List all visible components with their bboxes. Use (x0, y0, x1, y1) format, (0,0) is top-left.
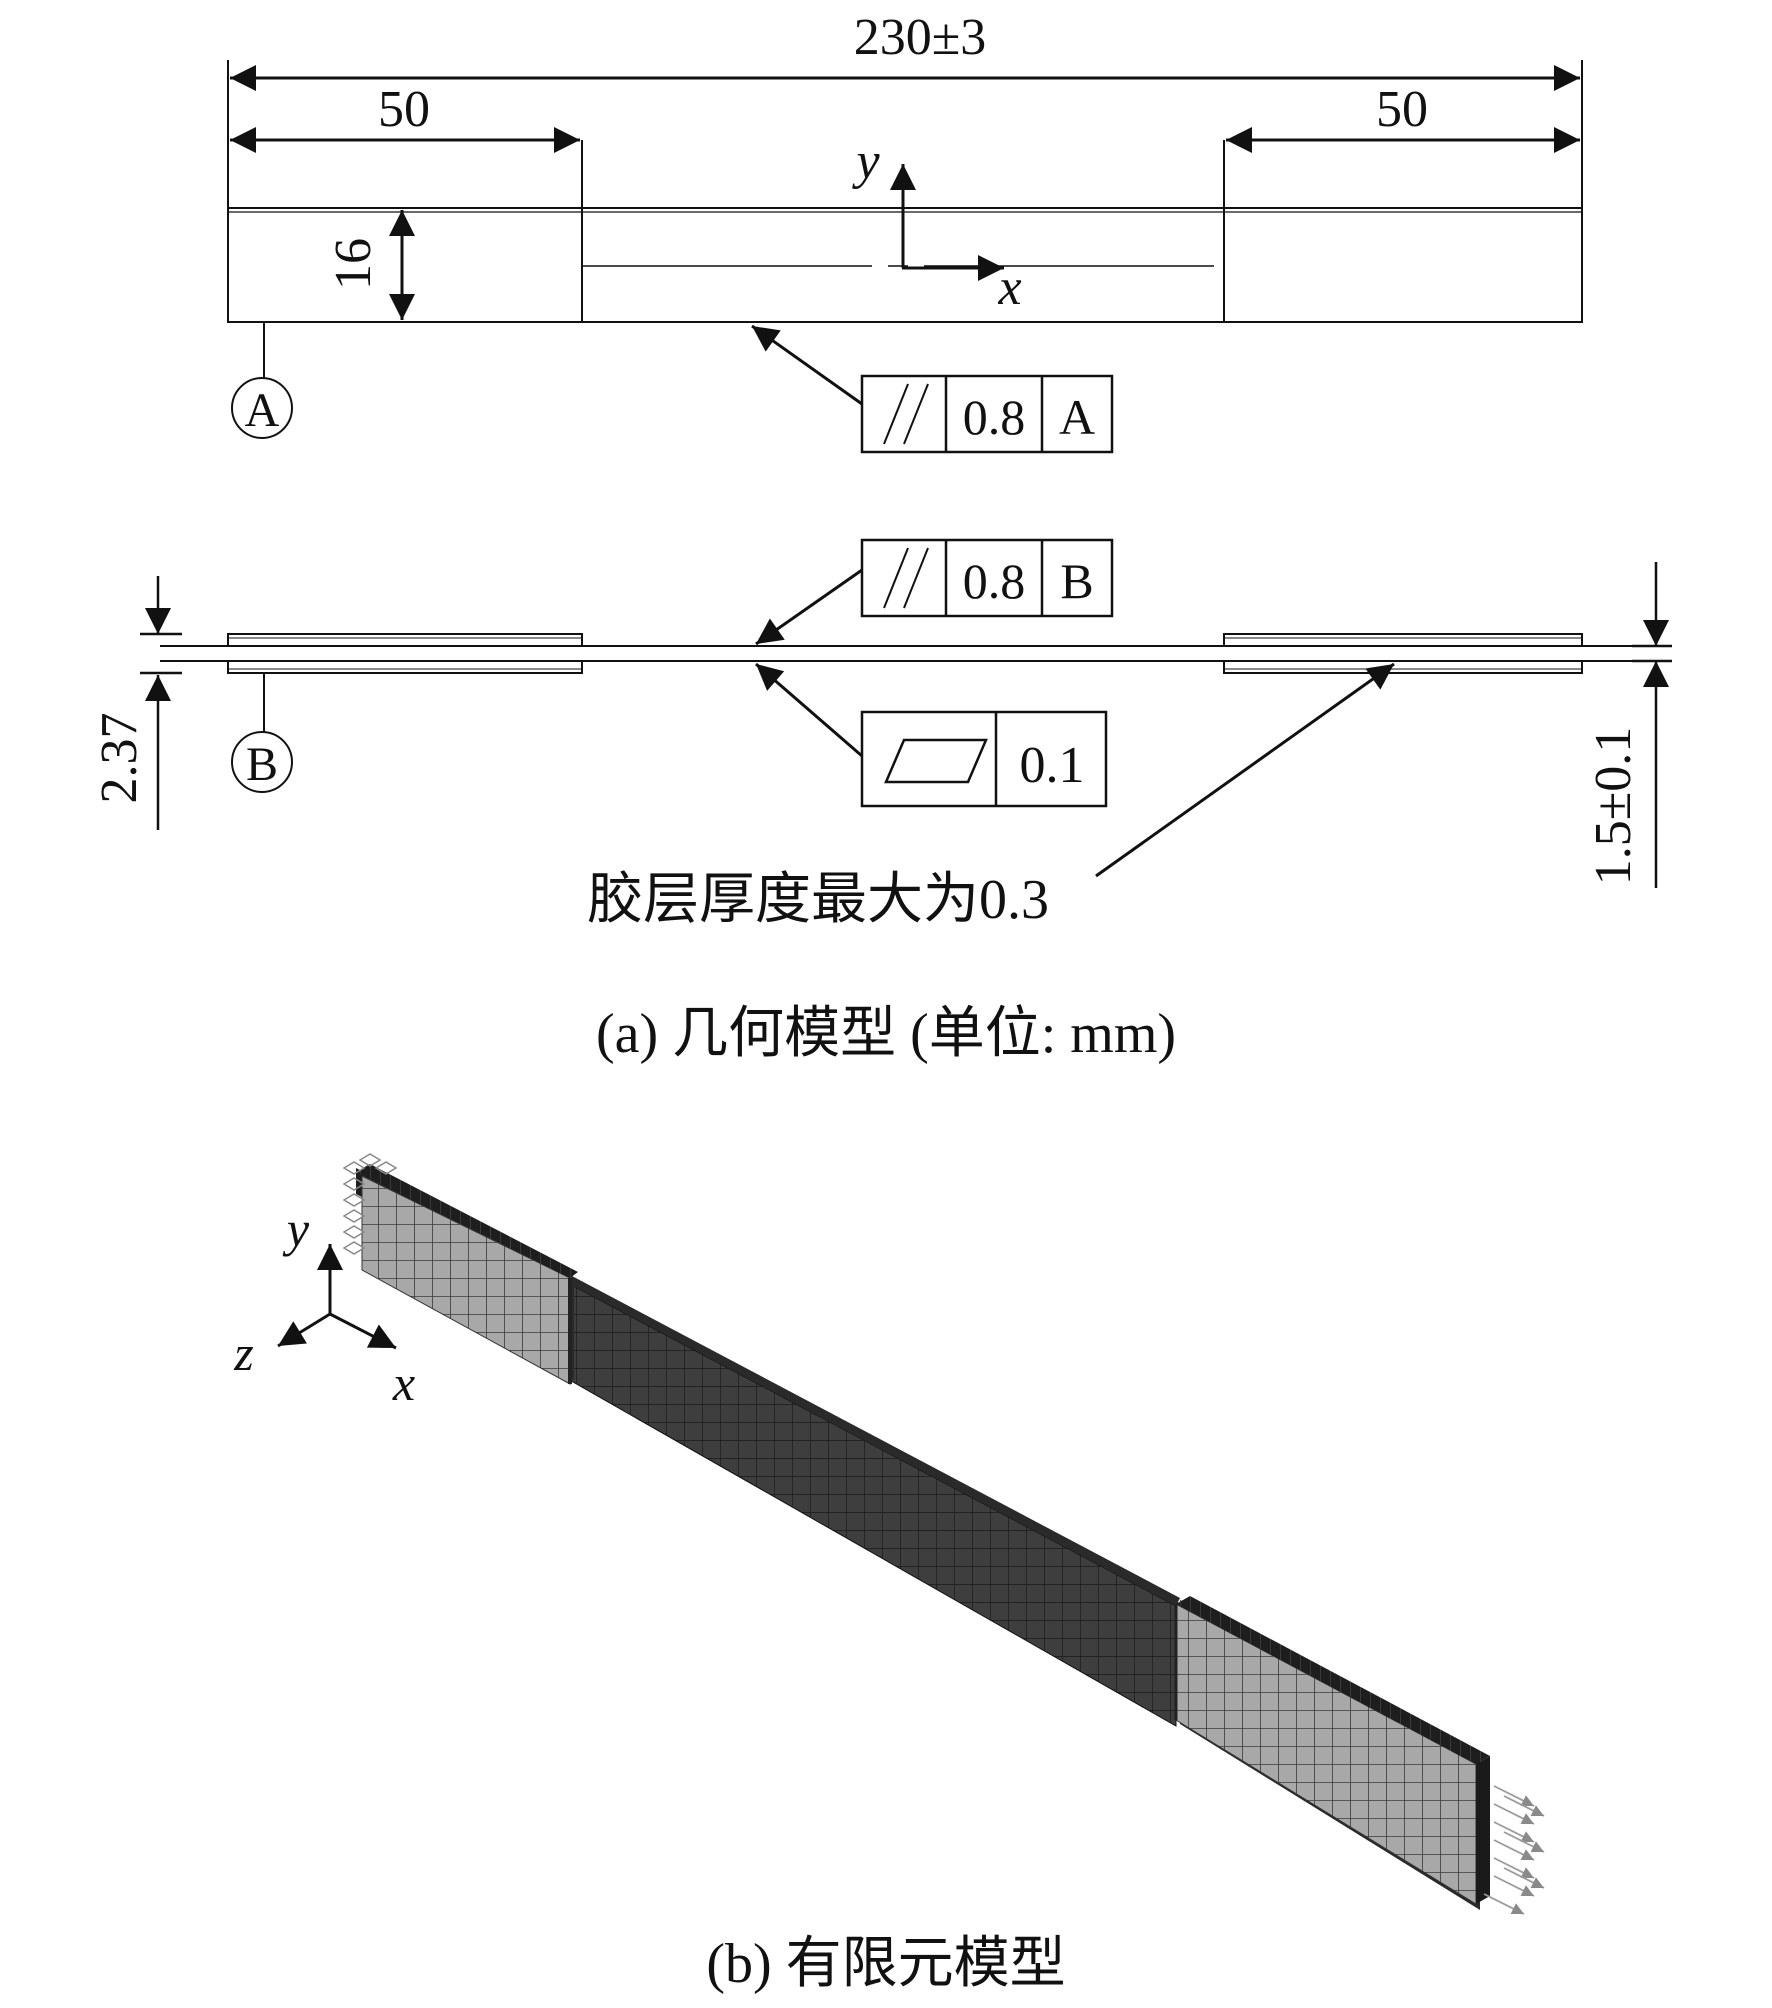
leader-parallel-a (751, 324, 863, 406)
specimen-top-outline (227, 207, 1583, 323)
dim-total-label: 230±3 (854, 9, 987, 66)
fem-load-arrows (1483, 1785, 1545, 1915)
caption-b: (b) 有限元模型 (706, 1933, 1066, 1995)
datum-a-symbol (231, 377, 293, 439)
top-axes (890, 164, 1004, 281)
dim-width-label: 16 (325, 238, 382, 290)
tol-flatness-value: 0.1 (1020, 737, 1085, 794)
axis-y-label: y (851, 133, 880, 190)
tol-parallel-a-value: 0.8 (963, 389, 1026, 445)
tol-frame-flatness (860, 710, 1108, 808)
fem-left-boundary (342, 1153, 398, 1255)
fem-axis-y-label: y (282, 1201, 310, 1257)
fem-right-tab (1174, 1596, 1490, 1910)
dim-total-thickness-label: 2.37 (91, 713, 148, 804)
leader-adhesive (1095, 662, 1395, 878)
dim-grip-left-label: 50 (378, 81, 430, 138)
top-view (227, 60, 1583, 323)
dim-plate-thickness (1632, 562, 1672, 888)
fem-axis-z-label: z (233, 1325, 253, 1381)
fem-model (342, 1153, 1545, 1915)
dim-grip-right-label: 50 (1376, 81, 1428, 138)
leader-flatness (755, 662, 863, 758)
axis-x-label: x (997, 259, 1021, 316)
tol-parallel-b-datum: B (1060, 553, 1093, 609)
datum-b-label: B (246, 738, 278, 791)
leader-parallel-b (755, 568, 863, 646)
tol-parallel-b-value: 0.8 (963, 553, 1026, 609)
fem-left-tab (356, 1164, 578, 1385)
tol-frame-parallel-a (860, 374, 1114, 454)
tol-frame-parallel-b (860, 538, 1114, 618)
fem-axes (277, 1244, 397, 1350)
caption-a: (a) 几何模型 (单位: mm) (595, 1003, 1177, 1065)
side-view (160, 633, 1656, 674)
fem-gauge-section (565, 1281, 1177, 1727)
tol-parallel-a-datum: A (1059, 389, 1095, 445)
fem-axis-x-label: x (392, 1355, 415, 1411)
datum-b-symbol (231, 731, 293, 793)
datum-a-label: A (245, 384, 280, 437)
adhesive-note: 胶层厚度最大为0.3 (587, 869, 1049, 931)
dim-total-thickness (140, 576, 182, 830)
dim-plate-thickness-label: 1.5±0.1 (1585, 727, 1642, 886)
